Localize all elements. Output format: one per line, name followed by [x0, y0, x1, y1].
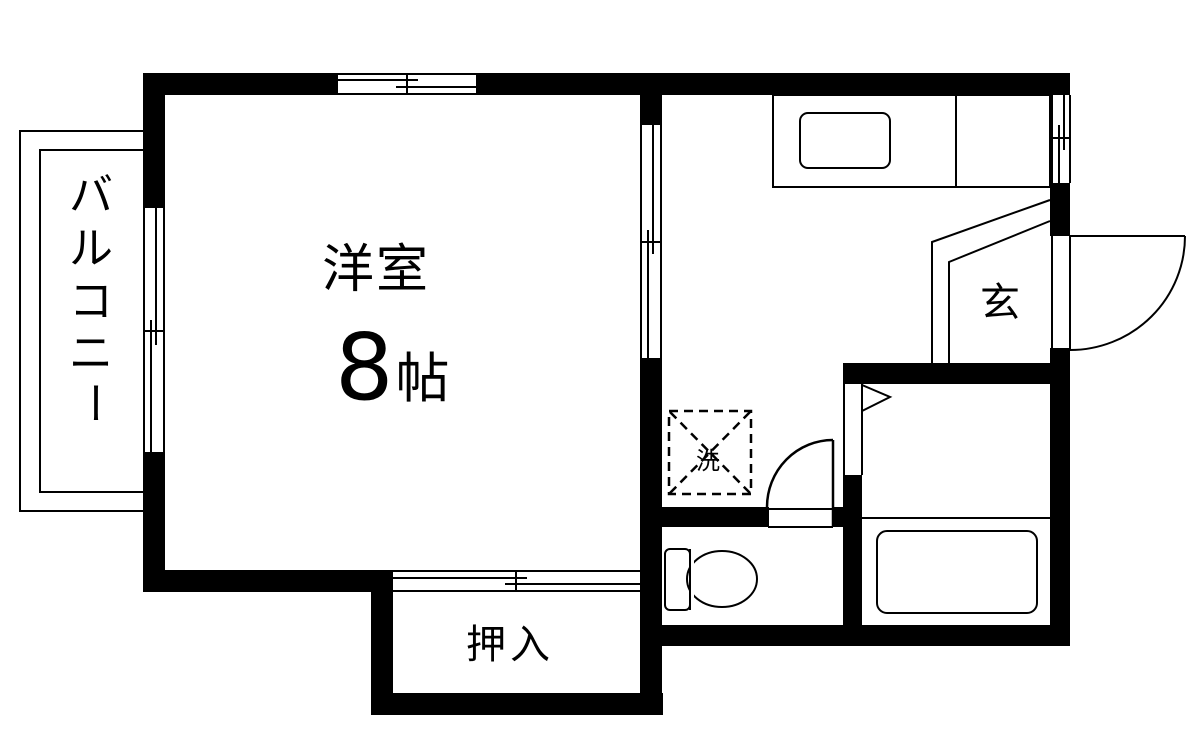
window-kitchen-right	[1050, 95, 1071, 183]
room-size-number: 8	[335, 314, 394, 421]
kitchen-counter	[772, 94, 1051, 188]
window-partition	[640, 125, 662, 358]
balcony-char: ニ	[69, 328, 113, 380]
balcony-char: コ	[69, 275, 113, 327]
washer-label: 洗	[696, 447, 720, 475]
balcony-label: バ ル コ ニ ー	[60, 170, 122, 425]
bath-door	[843, 384, 893, 475]
western-room-size: 8 帖	[335, 322, 450, 414]
walls	[143, 73, 1070, 715]
toilet-door	[765, 438, 835, 528]
window-left	[143, 208, 165, 452]
balcony-char: ー	[66, 381, 118, 426]
entrance-step	[931, 199, 1051, 363]
room-size-unit: 帖	[395, 347, 450, 410]
western-room-title: 洋室	[322, 240, 431, 300]
window-top	[338, 73, 476, 95]
entrance-door	[1050, 235, 1186, 351]
bathroom	[862, 517, 1050, 614]
closet-label: 押入	[466, 622, 554, 668]
window-closet	[393, 570, 640, 592]
entrance-label: 玄	[980, 280, 1020, 326]
bathtub	[876, 530, 1038, 614]
toilet	[664, 548, 758, 611]
balcony-char: バ	[69, 170, 113, 221]
balcony-char: ル	[69, 222, 113, 274]
kitchen-sink	[799, 112, 891, 169]
washer-space	[667, 409, 753, 496]
